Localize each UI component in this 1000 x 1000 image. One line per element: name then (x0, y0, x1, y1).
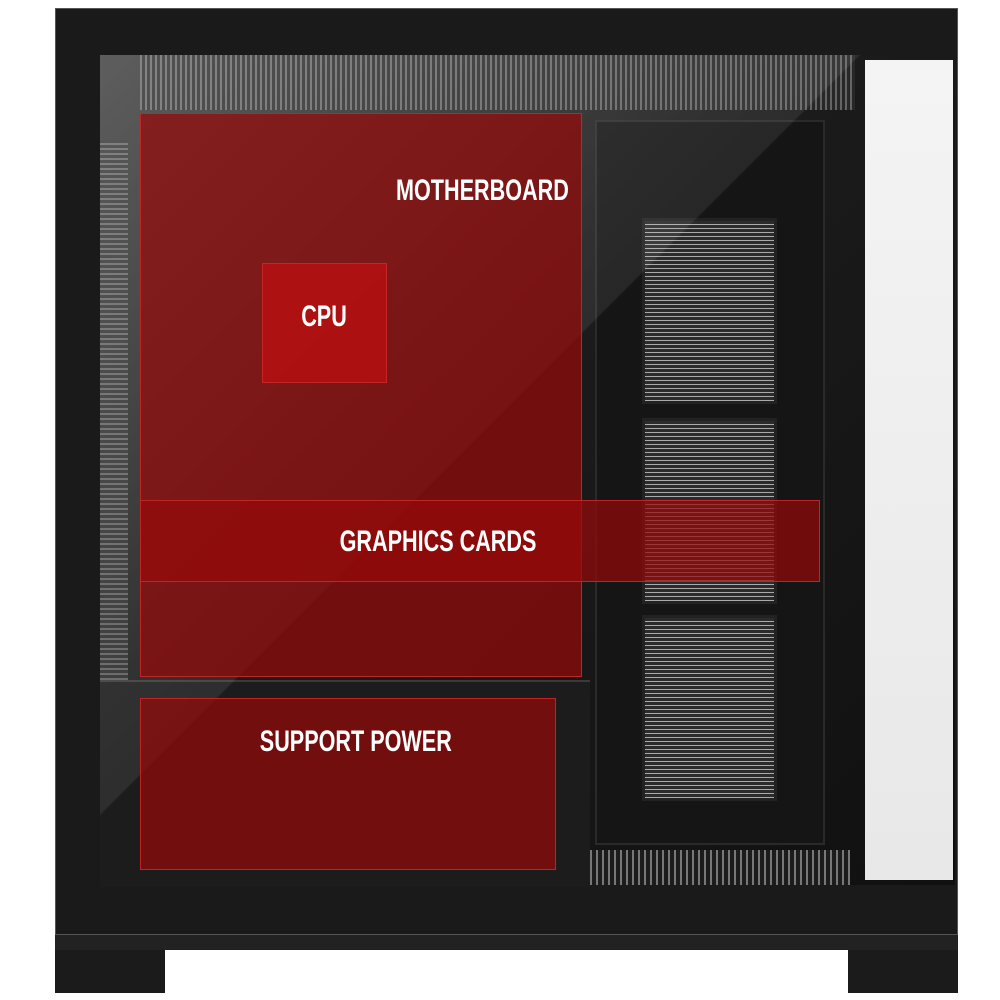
motherboard-zone (140, 113, 582, 677)
fan-slot-top (642, 218, 777, 404)
case-base (55, 935, 958, 950)
case-foot-right (848, 950, 958, 993)
support-power-label: SUPPORT POWER (259, 725, 452, 758)
motherboard-label: MOTHERBOARD (396, 174, 569, 207)
case-foot-left (55, 950, 165, 993)
graphics-cards-zone (140, 500, 820, 582)
bottom-vent-grille (590, 850, 850, 885)
fan-slot-bottom (642, 615, 777, 801)
graphics-cards-label: GRAPHICS CARDS (339, 525, 537, 558)
rear-vent (100, 140, 128, 680)
cpu-label: CPU (301, 300, 347, 333)
front-glass-panel (865, 60, 953, 880)
cpu-zone (262, 263, 387, 383)
power-supply-zone (140, 698, 556, 870)
top-vent-grille (140, 55, 855, 110)
